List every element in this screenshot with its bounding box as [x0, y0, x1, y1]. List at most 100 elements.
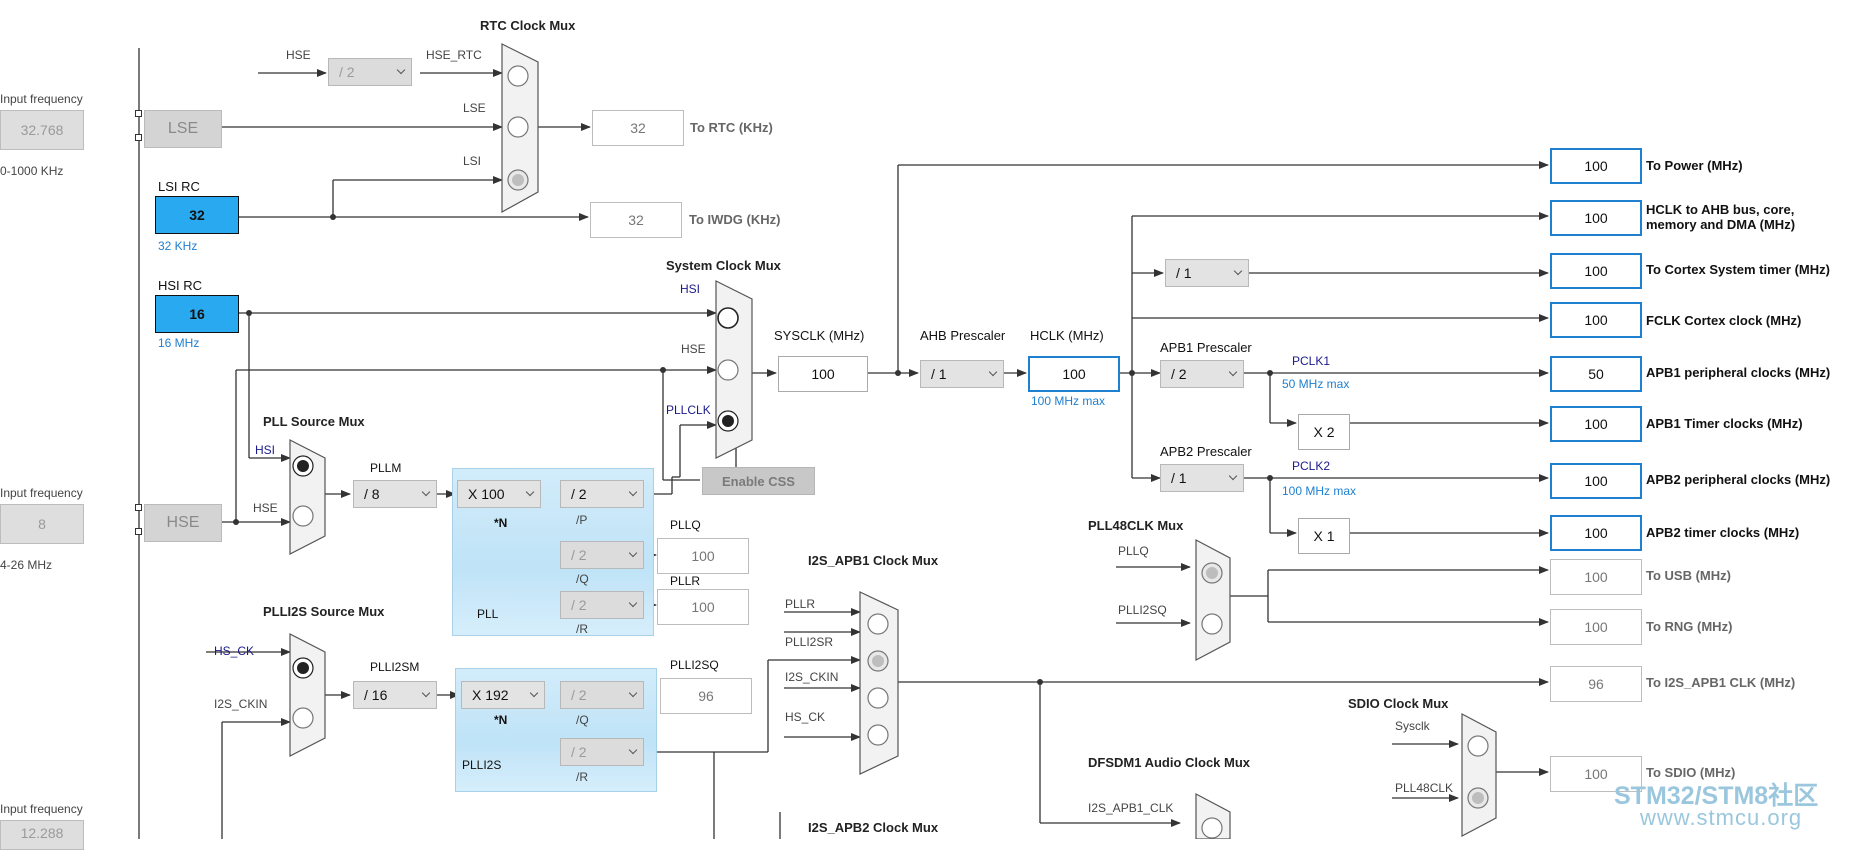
pll-q-value: / 2: [571, 547, 587, 563]
i2s-apb1-in-i2s-ckin: I2S_CKIN: [785, 670, 839, 684]
pll-r-value: / 2: [571, 597, 587, 613]
rtc-output-label: To RTC (KHz): [690, 120, 773, 135]
apb1-timer-multiplier: X 2: [1298, 414, 1350, 450]
pll-p-value: / 2: [571, 486, 587, 502]
plli2s-n-select[interactable]: X 192: [461, 681, 545, 709]
plli2s-src-i2s-ckin: I2S_CKIN: [214, 697, 268, 711]
dfsdm-mux-title: DFSDM1 Audio Clock Mux: [1088, 755, 1251, 770]
output-apb1-timer-value[interactable]: 100: [1550, 406, 1642, 442]
plli2s-r-label: /R: [576, 770, 588, 784]
watermark-url: www.stmcu.org: [1640, 805, 1803, 830]
apb2-prescaler-label: APB2 Prescaler: [1160, 444, 1252, 459]
sdio-output-value[interactable]: 100: [1550, 756, 1642, 792]
rtc-hse-label: HSE: [286, 48, 311, 62]
chevron-down-icon: [628, 745, 638, 755]
pll-n-label: *N: [494, 516, 508, 530]
ahb-prescaler-value: / 1: [931, 366, 947, 382]
pll48-in-pllq: PLLQ: [1118, 544, 1149, 558]
ext-input-label: Input frequency: [0, 802, 83, 816]
hclk-input[interactable]: 100: [1028, 356, 1120, 392]
plli2sq-value[interactable]: 96: [660, 678, 752, 714]
hsi-rc[interactable]: 16: [155, 295, 239, 333]
plli2s-n-value: X 192: [472, 687, 509, 703]
ext-input-frequency[interactable]: 12.288: [0, 820, 84, 850]
output-fclk-value[interactable]: 100: [1550, 302, 1642, 338]
pllr-value[interactable]: 100: [657, 589, 749, 625]
pll-q-select[interactable]: / 2: [560, 541, 644, 569]
rtc-lsi-label: LSI: [463, 154, 482, 168]
plli2s-src-mux-shape: [289, 633, 326, 757]
ahb-prescaler-select[interactable]: / 1: [920, 360, 1004, 388]
rtc-mux-title: RTC Clock Mux: [480, 18, 576, 33]
plli2s-q-select[interactable]: / 2: [560, 681, 644, 709]
hclk-max: 100 MHz max: [1031, 394, 1106, 408]
apb2-prescaler-value: / 1: [1171, 470, 1187, 486]
enable-css-button[interactable]: Enable CSS: [702, 467, 815, 495]
apb1-prescaler-select[interactable]: / 2: [1160, 360, 1244, 388]
chevron-down-icon: [525, 487, 535, 497]
pllq-value[interactable]: 100: [657, 538, 749, 574]
iwdg-output-value[interactable]: 32: [590, 202, 682, 238]
dfsdm-in-i2s-apb1-clk: I2S_APB1_CLK: [1088, 801, 1174, 815]
lse-input-range: 0-1000 KHz: [0, 164, 64, 178]
i2s-apb1-mux-title: I2S_APB1 Clock Mux: [808, 553, 939, 568]
sys-mux-title: System Clock Mux: [666, 258, 781, 273]
output-hclk-value[interactable]: 100: [1550, 200, 1642, 236]
chevron-down-icon: [1233, 266, 1243, 276]
chevron-down-icon: [628, 598, 638, 608]
plli2sm-value: / 16: [364, 687, 388, 703]
rng-output-label: To RNG (MHz): [1646, 619, 1733, 634]
output-cortex-timer-label: To Cortex System timer (MHz): [1646, 262, 1830, 277]
sysclk-value[interactable]: 100: [778, 356, 868, 392]
output-apb2-timer-value[interactable]: 100: [1550, 515, 1642, 551]
plli2s-r-select[interactable]: / 2: [560, 738, 644, 766]
output-power-value[interactable]: 100: [1550, 148, 1642, 184]
apb1-prescaler-label: APB1 Prescaler: [1160, 340, 1252, 355]
plli2s-n-label: *N: [494, 713, 508, 727]
i2s-apb1-output-value[interactable]: 96: [1550, 666, 1642, 702]
i2s-apb1-in-plli2sr: PLLI2SR: [785, 635, 834, 649]
pll-r-select[interactable]: / 2: [560, 591, 644, 619]
plli2sm-select[interactable]: / 16: [353, 681, 437, 709]
pllq-label: PLLQ: [670, 518, 701, 532]
rtc-hse-divider-value: / 2: [339, 64, 355, 80]
output-apb1-timer-label: APB1 Timer clocks (MHz): [1646, 416, 1803, 431]
rng-output-value[interactable]: 100: [1550, 609, 1642, 645]
sdio-in-sysclk: Sysclk: [1395, 719, 1430, 733]
lsi-rc[interactable]: 32: [155, 196, 239, 234]
output-apb2-timer-label: APB2 timer clocks (MHz): [1646, 525, 1800, 540]
output-apb1-periph-value[interactable]: 50: [1550, 356, 1642, 392]
output-hclk-label: HCLK to AHB bus, core, memory and DMA (M…: [1646, 202, 1796, 232]
hse-input-frequency[interactable]: 8: [0, 504, 84, 544]
pll-name: PLL: [477, 607, 499, 621]
lsi-title: LSI RC: [158, 179, 200, 194]
bus-port: [135, 504, 142, 511]
sys-mux-hsi: HSI: [680, 282, 701, 296]
output-apb2-periph-label: APB2 peripheral clocks (MHz): [1646, 472, 1831, 487]
plli2s-src-mux-title: PLLI2S Source Mux: [263, 604, 385, 619]
cortex-timer-divider-value: / 1: [1176, 265, 1192, 281]
output-apb2-periph-value[interactable]: 100: [1550, 463, 1642, 499]
plli2s-q-label: /Q: [576, 713, 589, 727]
apb2-timer-multiplier: X 1: [1298, 518, 1350, 554]
apb2-prescaler-select[interactable]: / 1: [1160, 464, 1244, 492]
rtc-output-value[interactable]: 32: [592, 110, 684, 146]
pllm-value: / 8: [364, 486, 380, 502]
pll-p-select[interactable]: / 2: [560, 480, 644, 508]
pllm-select[interactable]: / 8: [353, 480, 437, 508]
output-fclk-label: FCLK Cortex clock (MHz): [1646, 313, 1802, 328]
pll48-mux-title: PLL48CLK Mux: [1088, 518, 1184, 533]
hse-input-label: Input frequency: [0, 486, 83, 500]
pll-n-select[interactable]: X 100: [457, 480, 541, 508]
cortex-timer-divider[interactable]: / 1: [1165, 259, 1249, 287]
chevron-down-icon: [628, 548, 638, 558]
output-cortex-timer-value[interactable]: 100: [1550, 253, 1642, 289]
lse-source: LSE: [144, 110, 222, 148]
usb-output-label: To USB (MHz): [1646, 568, 1731, 583]
usb-output-value[interactable]: 100: [1550, 559, 1642, 595]
chevron-down-icon: [421, 688, 431, 698]
chevron-down-icon: [628, 688, 638, 698]
rtc-hse-divider[interactable]: / 2: [328, 58, 412, 86]
plli2s-name: PLLI2S: [462, 758, 502, 772]
lse-input-frequency[interactable]: 32.768: [0, 110, 84, 150]
